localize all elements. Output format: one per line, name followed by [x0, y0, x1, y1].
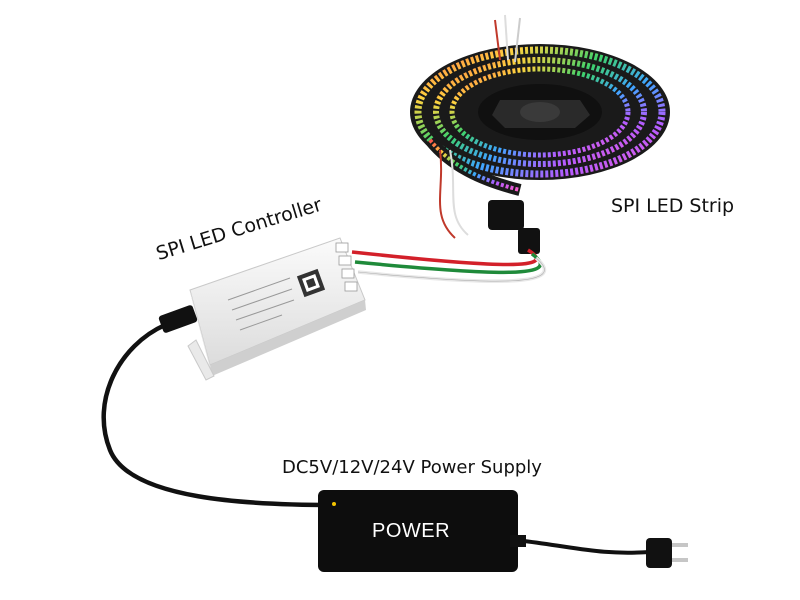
led-strip-reel — [410, 14, 670, 239]
power-adapter — [318, 490, 518, 572]
strip-connector — [488, 200, 540, 254]
dc-cable — [101, 322, 336, 508]
power-supply-label: DC5V/12V/24V Power Supply — [282, 457, 542, 478]
signal-wires — [351, 248, 547, 283]
strip-label: SPI LED Strip — [611, 195, 735, 217]
adapter-text: POWER — [372, 520, 451, 542]
ac-cable-plug — [510, 535, 688, 568]
controller-box — [158, 237, 366, 381]
